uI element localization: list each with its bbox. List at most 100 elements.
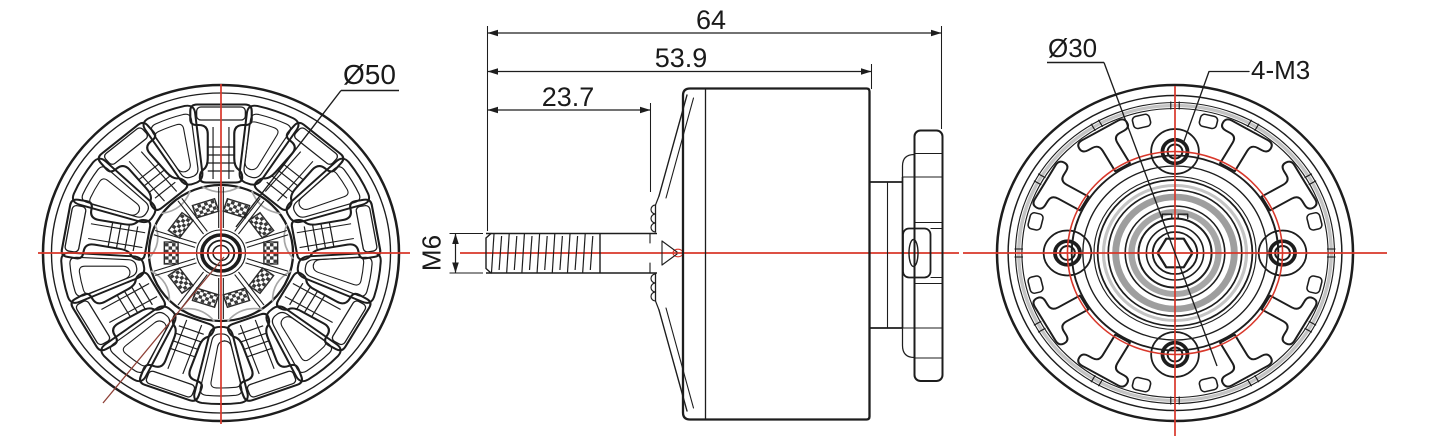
ring-notch (1170, 396, 1180, 405)
spoke-rung (243, 340, 270, 350)
tooth-wing (1198, 376, 1219, 393)
stator-arm (153, 258, 197, 276)
spoke-outline (275, 271, 372, 352)
bolt-circle-label: Ø30 (1048, 33, 1097, 63)
spoke-rung (138, 163, 160, 181)
front-view: Ø50 (38, 59, 410, 424)
spoke-rung (131, 286, 146, 310)
spoke-rung (277, 169, 299, 187)
spoke (97, 121, 191, 215)
spoke (226, 307, 304, 402)
stator-tooth (1077, 333, 1131, 388)
spoke-web-line (277, 160, 314, 202)
thread-line (528, 235, 533, 271)
wing-outline (1198, 376, 1219, 393)
bell-lobe (650, 282, 657, 293)
stator-scallop (283, 223, 294, 260)
dimension-arrow (931, 29, 942, 37)
notch-tick (1097, 119, 1104, 128)
spoke-opening (238, 104, 300, 186)
spoke-rung (178, 325, 204, 335)
arm-line (155, 230, 197, 244)
wing-outline (1027, 275, 1044, 294)
spoke-web-line (299, 237, 354, 249)
spoke-web-line (264, 151, 302, 192)
flange-step (901, 153, 916, 178)
thread-line (490, 233, 495, 273)
spoke-web-line (292, 283, 341, 310)
spoke-rung (271, 175, 293, 193)
spoke-web-line (284, 296, 333, 323)
tooth-outline (1077, 118, 1131, 173)
bell-lobe (650, 273, 657, 284)
opening-pocket (78, 265, 131, 295)
dimension-arrow (487, 68, 498, 75)
spoke-outline (290, 198, 382, 261)
spoke-rung (107, 222, 114, 248)
dimension-arrow (487, 29, 498, 37)
spoke-web-line (109, 296, 158, 323)
spoke-web-line (296, 223, 352, 234)
stator-tooth (1032, 294, 1090, 346)
tooth-wing (1027, 275, 1044, 294)
thread-line (536, 233, 541, 273)
bell-slant-inner (665, 97, 695, 199)
spoke-flange-inner (355, 205, 378, 253)
spoke-web-line (90, 223, 146, 234)
opening-pocket (89, 178, 141, 216)
stator-arm (153, 230, 197, 248)
spoke-rung (123, 290, 139, 314)
spoke-web-line (254, 319, 275, 370)
stator-arm (234, 198, 265, 235)
arm-line (153, 234, 196, 248)
tooth-wing (1198, 113, 1219, 130)
arm-line (238, 271, 265, 306)
ring-notch (1090, 374, 1104, 387)
spoke-outline (70, 271, 167, 352)
wing-outline (1131, 113, 1152, 130)
thread-line (582, 233, 586, 273)
opening-pocket (312, 256, 365, 286)
magnet (222, 287, 251, 309)
spoke-rung (116, 294, 131, 318)
stator-arm (234, 271, 265, 308)
opening-mid (199, 333, 243, 397)
tooth-wing (1027, 212, 1044, 231)
dimension-arrow (452, 262, 459, 273)
magnet-checker (222, 287, 251, 309)
motor-body-outline (681, 87, 871, 421)
ring-notch (1304, 320, 1317, 333)
dimension-arrow (452, 233, 459, 244)
wing-outline (1131, 376, 1152, 393)
spoke-opening (296, 251, 382, 304)
shaft-end-chamfer (485, 232, 492, 274)
spoke-rung (238, 325, 264, 335)
magnet (191, 287, 220, 309)
dimension-arrow (487, 106, 498, 114)
tooth-wing (1131, 113, 1152, 130)
spoke-web-line (182, 324, 203, 375)
arm-line (155, 262, 197, 276)
notch-tick (1308, 180, 1317, 186)
magnet (167, 266, 195, 295)
ring-notch (1246, 374, 1260, 387)
notch-tick (1254, 374, 1260, 383)
tooth-outline (1219, 118, 1273, 173)
front-diameter-label: Ø50 (343, 59, 396, 90)
spoke-rung (312, 224, 318, 250)
stator-tooth (1032, 160, 1090, 212)
opening-mid (69, 256, 138, 297)
ring-notch (1327, 248, 1336, 258)
spoke-rung (175, 332, 202, 343)
spoke-rung (289, 282, 304, 306)
dim-body-length: 53.9 (655, 43, 708, 73)
key-tabs (1161, 213, 1189, 220)
thread-line (506, 233, 510, 273)
spoke-outline (253, 121, 345, 211)
arm-line (234, 274, 261, 308)
spoke (251, 121, 345, 215)
spoke-flange-inner (145, 370, 196, 398)
tooth-outline (1077, 333, 1131, 388)
stator-tooth (1219, 118, 1273, 173)
